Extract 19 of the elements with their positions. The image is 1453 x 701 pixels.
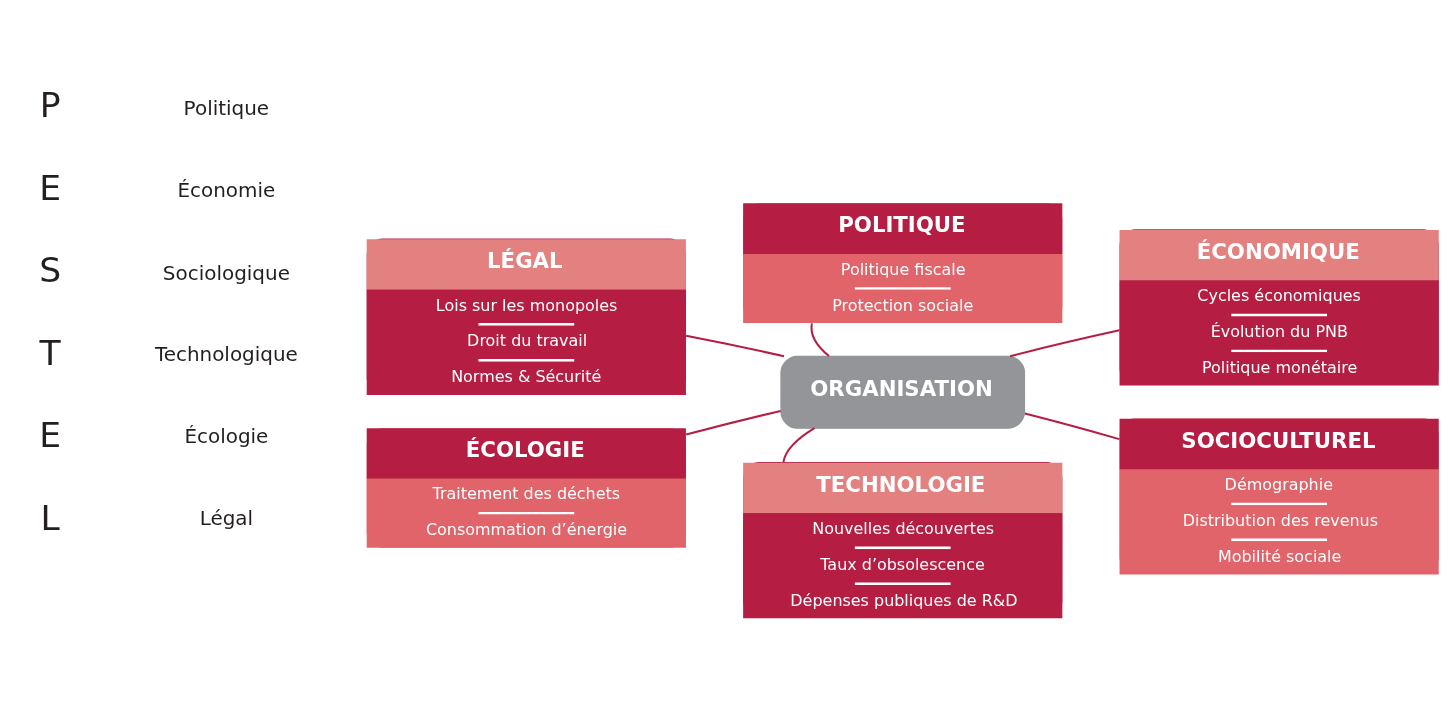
label: S [39,249,62,290]
label: Sociologique [162,260,290,285]
connector [685,409,782,436]
connector [685,334,786,357]
connector [1009,328,1121,357]
label: Écologie [184,423,269,448]
connector [1023,412,1121,440]
label: P [39,84,61,125]
label: E [39,414,62,455]
label: E [39,167,62,208]
label: T [39,332,61,373]
connector [810,321,830,357]
connector [782,426,816,463]
label: Technologique [154,341,298,366]
label: L [40,497,60,538]
node-box: ORGANISATION [780,355,1026,429]
label: Légal [199,505,254,530]
label: Économie [177,177,276,202]
label: Politique [183,95,270,120]
